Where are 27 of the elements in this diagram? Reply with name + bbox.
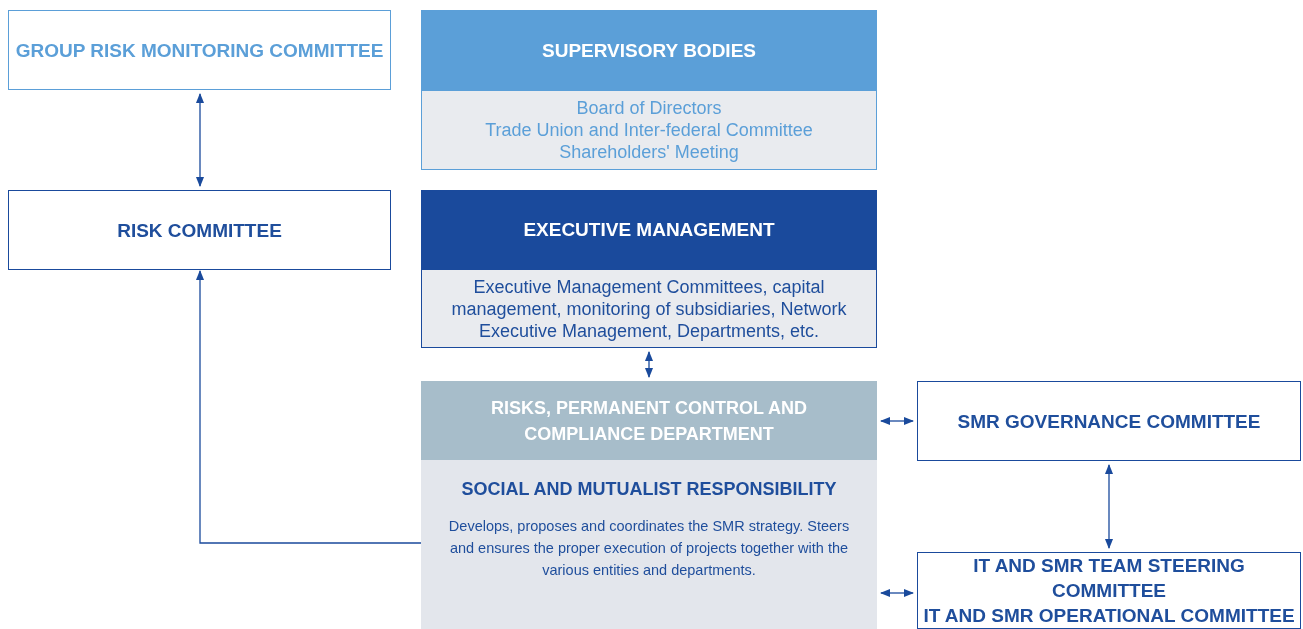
connector-arrow bbox=[644, 350, 654, 379]
committee-box bbox=[917, 552, 1301, 629]
department-panel bbox=[421, 381, 877, 629]
committee-name: IT AND SMR OPERATIONAL COMMITTEE bbox=[923, 604, 1295, 628]
body-text: Shareholders' Meeting bbox=[559, 141, 739, 163]
connector-arrow bbox=[879, 416, 915, 426]
supervisory-panel bbox=[421, 10, 877, 170]
body-text: Board of Directors bbox=[576, 97, 722, 119]
committee-name: GROUP RISK MONITORING COMMITTEE bbox=[15, 38, 384, 63]
body-text: Executive Management Committees, capital management, monitoring of subsidiaries, Network Executive Management, Departments, etc. bbox=[450, 275, 848, 342]
committee-name: RISK COMMITTEE bbox=[117, 218, 282, 243]
section-heading: SOCIAL AND MUTUALIST RESPONSIBILITY bbox=[461, 478, 837, 501]
panel-header: EXECUTIVE MANAGEMENT bbox=[422, 191, 876, 270]
body-text: Trade Union and Inter-federal Committee bbox=[485, 119, 813, 141]
committee-box bbox=[8, 10, 391, 90]
connector-arrow bbox=[195, 92, 205, 188]
committee-box bbox=[8, 190, 391, 270]
connector-arrow bbox=[195, 269, 422, 544]
committee-box bbox=[917, 381, 1301, 461]
connector-arrow bbox=[1104, 463, 1114, 550]
panel-header: SUPERVISORY BODIES bbox=[422, 11, 876, 91]
panel-header: RISKS, PERMANENT CONTROL AND COMPLIANCE DEPARTMENT bbox=[421, 381, 877, 460]
body-text: Develops, proposes and coordinates the SMR strategy. Steers and ensures the proper execution of projects together with the various entities and departments. bbox=[447, 517, 851, 580]
committee-name: SMR GOVERNANCE COMMITTEE bbox=[957, 409, 1261, 434]
connector-arrow bbox=[879, 588, 915, 598]
executive-panel bbox=[421, 190, 877, 348]
committee-name: IT AND SMR TEAM STEERING COMMITTEE bbox=[972, 554, 1246, 603]
